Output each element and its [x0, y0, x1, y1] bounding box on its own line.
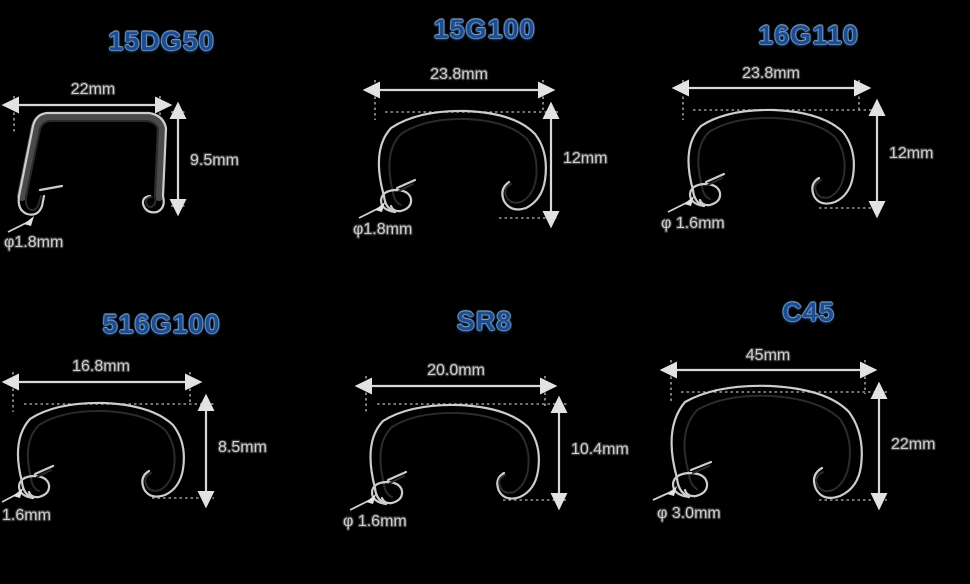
- product-drawing-c45: 45mm 22mm φ 3.0mm: [647, 292, 970, 584]
- product-cell-sr8: SR8 20.0mm 10.4mm φ 1.6: [323, 292, 646, 584]
- product-cell-c45: C45 45mm 22mm φ 3.0mm: [647, 292, 970, 584]
- product-title: 15G100: [433, 14, 536, 44]
- product-title: C45: [782, 297, 835, 327]
- product-cell-15dg50: 15DG50 22mm: [0, 0, 323, 292]
- product-cell-15g100: 15G100 23.8mm 12mm: [323, 0, 646, 292]
- product-drawing-sr8: 20.0mm 10.4mm φ 1.6mm: [323, 292, 646, 584]
- width-dimension-label: 22mm: [71, 81, 115, 98]
- wire-diameter-label: φ 1.6mm: [343, 513, 407, 530]
- width-dimension-label: 45mm: [746, 347, 790, 364]
- height-dimension-label: 10.4mm: [571, 441, 629, 458]
- product-drawing-516g100: 16.8mm 8.5mm 1.6mm: [0, 292, 323, 584]
- height-dimension-label: 8.5mm: [218, 439, 267, 456]
- product-title: 15DG50: [108, 26, 215, 56]
- product-cell-516g100: 516G100 16.8mm 8.5mm 1.: [0, 292, 323, 584]
- height-dimension-label: 22mm: [891, 436, 935, 453]
- wire-diameter-label: φ1.8mm: [4, 234, 63, 251]
- height-dimension-label: 12mm: [563, 150, 607, 167]
- height-dimension-label: 9.5mm: [190, 152, 239, 169]
- width-dimension-label: 16.8mm: [72, 358, 130, 375]
- wire-diameter-label: 1.6mm: [2, 507, 51, 524]
- product-cell-16g110: 16G110 23.8mm 12mm φ 1.: [647, 0, 970, 292]
- product-drawing-15dg50: 22mm 9.5mm φ1.8mm: [0, 0, 323, 292]
- product-drawing-15g100: 23.8mm 12mm φ1.8mm: [323, 0, 646, 292]
- wire-diameter-label: φ1.8mm: [353, 221, 412, 238]
- wire-diameter-label: φ 3.0mm: [657, 505, 721, 522]
- wire-diameter-label: φ 1.6mm: [661, 215, 725, 232]
- product-title: SR8: [456, 306, 513, 336]
- product-drawing-16g110: 23.8mm 12mm φ 1.6mm: [647, 0, 970, 292]
- width-dimension-label: 23.8mm: [430, 66, 488, 83]
- height-dimension-label: 12mm: [889, 145, 933, 162]
- product-title: 516G100: [102, 309, 221, 339]
- width-dimension-label: 23.8mm: [742, 65, 800, 82]
- width-dimension-label: 20.0mm: [427, 362, 485, 379]
- product-title: 16G110: [758, 20, 859, 50]
